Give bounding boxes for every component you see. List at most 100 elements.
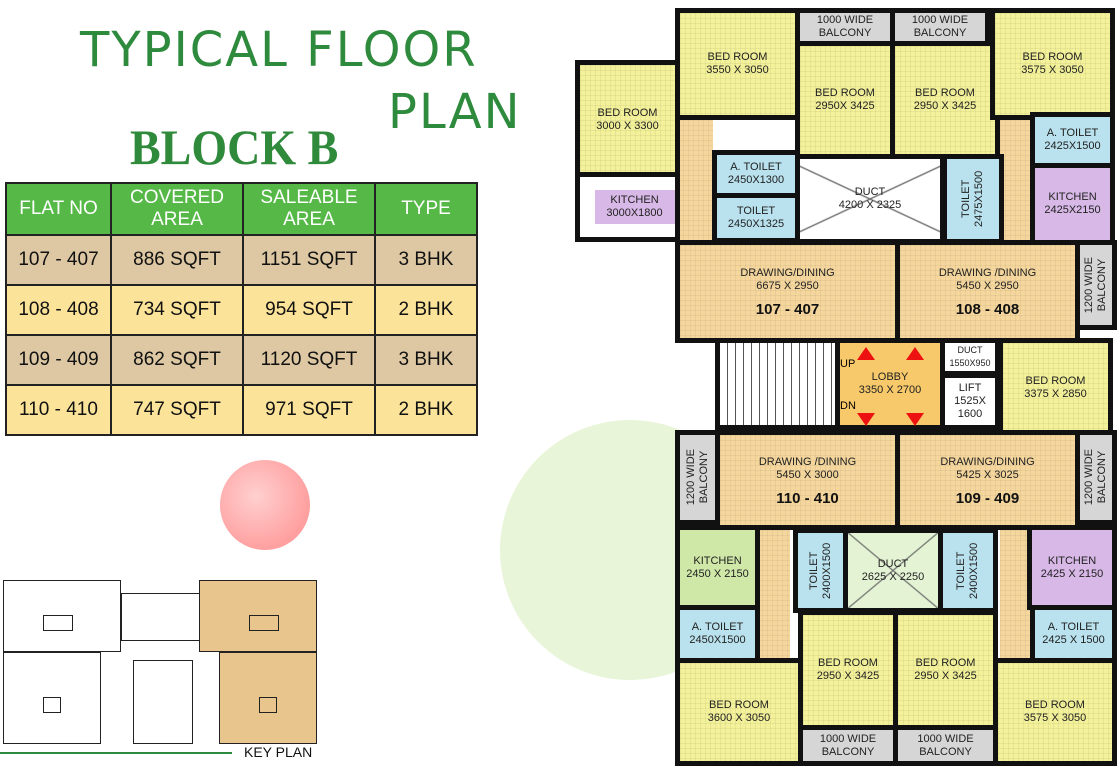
room-drawing-dining: DRAWING/DINING 5425 X 3025 109 - 409	[895, 430, 1080, 530]
room-label: KITCHEN	[1048, 191, 1097, 203]
arrow-down-icon	[906, 413, 924, 426]
room-size: 2950X 3425	[815, 100, 875, 112]
floor-plan: BED ROOM 3000 X 3300 KITCHEN 3000X1800 B…	[570, 0, 1117, 768]
room-toilet: TOILET 2475X1500	[942, 154, 1004, 244]
room-size: 3550 X 3050	[706, 64, 769, 76]
stair-up-label: UP	[840, 358, 856, 370]
cell-saleable: 1120 SQFT	[242, 334, 376, 386]
arrow-up-icon	[857, 347, 875, 360]
corridor-right-top	[1000, 110, 1035, 250]
room-balcony: 1000 WIDE BALCONY	[890, 8, 990, 46]
room-bedroom: BED ROOM 3375 X 2850	[998, 338, 1113, 438]
room-label: BED ROOM	[597, 107, 658, 119]
room-lift: LIFT 1525X 1600	[940, 373, 1000, 430]
room-kitchen-area: KITCHEN 3000X1800	[575, 172, 680, 242]
header-flat-no: FLAT NO	[5, 182, 112, 236]
room-label: DRAWING /DINING	[938, 267, 1037, 279]
room-attached-toilet: A. TOILET 2425 X 1500	[1030, 605, 1117, 663]
room-label: BED ROOM	[915, 87, 975, 99]
key-plan-connector	[121, 593, 203, 641]
room-label: BED ROOM	[1022, 51, 1083, 63]
room-balcony: 1000 WIDE BALCONY	[795, 8, 895, 46]
cell-flat: 108 - 408	[5, 284, 112, 336]
table-row: 109 - 409 862 SQFT 1120 SQFT 3 BHK	[5, 334, 478, 386]
room-size: 3350 X 2700	[858, 384, 922, 396]
room-label: BED ROOM	[815, 87, 875, 99]
room-label: KITCHEN	[610, 194, 659, 206]
room-bedroom: BED ROOM 3575 X 3050	[993, 658, 1117, 766]
room-size: 3575 X 3050	[1021, 64, 1084, 76]
room-label: A. TOILET	[1046, 127, 1099, 139]
arrow-down-icon	[857, 413, 875, 426]
room-duct: DUCT 4200 X 2325	[795, 154, 945, 244]
key-plan-block-b-bottom	[219, 652, 317, 744]
cell-flat: 109 - 409	[5, 334, 112, 386]
room-label: TOILET 2475X1500	[960, 170, 985, 228]
cell-saleable: 971 SQFT	[242, 384, 376, 436]
room-label: BED ROOM	[707, 51, 768, 63]
room-label: TOILET 2400X1500	[955, 542, 980, 599]
room-label: DUCT	[957, 345, 983, 355]
room-bedroom: BED ROOM 3000 X 3300	[575, 60, 680, 180]
room-attached-toilet: A. TOILET 2425X1500	[1030, 112, 1115, 168]
room-balcony: 1000 WIDE BALCONY	[893, 725, 998, 766]
room-label: A. TOILET	[730, 161, 782, 173]
room-label: DRAWING/DINING	[740, 267, 835, 279]
cell-covered: 747 SQFT	[110, 384, 244, 436]
header-saleable-area: SALEABLE AREA	[242, 182, 376, 236]
room-size-2: 1600	[957, 408, 983, 420]
key-plan-underline	[0, 752, 232, 754]
room-label: BED ROOM	[915, 657, 976, 669]
room-size: 5450 X 3000	[776, 468, 839, 481]
key-plan-block-b-top	[199, 580, 317, 652]
room-label: DRAWING/DINING	[940, 455, 1035, 468]
key-plan-block-a-top	[3, 580, 121, 652]
page-title-line2: PLAN	[388, 84, 522, 140]
room-label: TOILET	[736, 205, 776, 217]
flat-number: 110 - 410	[776, 489, 839, 507]
room-label: A. TOILET	[1047, 621, 1100, 633]
room-toilet: TOILET 2400X1500	[938, 528, 998, 613]
room-drawing-dining: DRAWING/DINING 6675 X 2950 107 - 407	[675, 240, 900, 343]
cell-type: 3 BHK	[374, 334, 478, 386]
room-attached-toilet: A. TOILET 2450X1300	[712, 150, 800, 198]
cell-type: 2 BHK	[374, 384, 478, 436]
cell-covered: 862 SQFT	[110, 334, 244, 386]
room-size: 3000X1800	[606, 207, 663, 219]
room-size: 2625 X 2250	[861, 570, 925, 583]
room-size: 3575 X 3050	[1023, 712, 1087, 724]
header-type: TYPE	[374, 182, 478, 236]
room-label: LOBBY	[871, 371, 909, 383]
key-plan-middle	[133, 660, 193, 744]
key-plan-label: KEY PLAN	[244, 744, 313, 760]
room-duct: DUCT 2625 X 2250	[843, 528, 943, 613]
room-label: DUCT	[854, 186, 886, 198]
room-bedroom: BED ROOM 2950X 3425	[795, 41, 895, 159]
room-balcony: 1000 WIDE BALCONY	[798, 725, 898, 766]
room-drawing-dining: DRAWING /DINING 5450 X 3000 110 - 410	[715, 430, 900, 530]
cell-flat: 110 - 410	[5, 384, 112, 436]
room-size: 2425 X 2150	[1040, 567, 1104, 580]
cell-covered: 886 SQFT	[110, 234, 244, 286]
room-toilet: TOILET 2450X1325	[712, 193, 800, 243]
arrow-up-icon	[906, 347, 924, 360]
table-header-row: FLAT NO COVERED AREA SALEABLE AREA TYPE	[5, 182, 478, 236]
room-size: 2450X1500	[689, 634, 746, 646]
room-size: 2950 X 3425	[913, 100, 977, 112]
room-label: KITCHEN	[693, 554, 742, 567]
page-title-line1: TYPICAL FLOOR	[80, 22, 478, 78]
room-label: DUCT	[877, 557, 909, 570]
room-label: LIFT	[958, 382, 982, 394]
room-bedroom: BED ROOM 2950 X 3425	[890, 41, 1000, 159]
room-size: 5450 X 2950	[956, 280, 1019, 292]
room-label: DRAWING /DINING	[758, 455, 857, 468]
room-label: 1000 WIDE	[816, 14, 874, 26]
room-label: BED ROOM	[709, 699, 769, 711]
room-size: 2425 X 1500	[1042, 634, 1105, 646]
room-size: 2450 X 2150	[686, 567, 749, 580]
room-toilet: TOILET 2400X1500	[793, 528, 848, 613]
